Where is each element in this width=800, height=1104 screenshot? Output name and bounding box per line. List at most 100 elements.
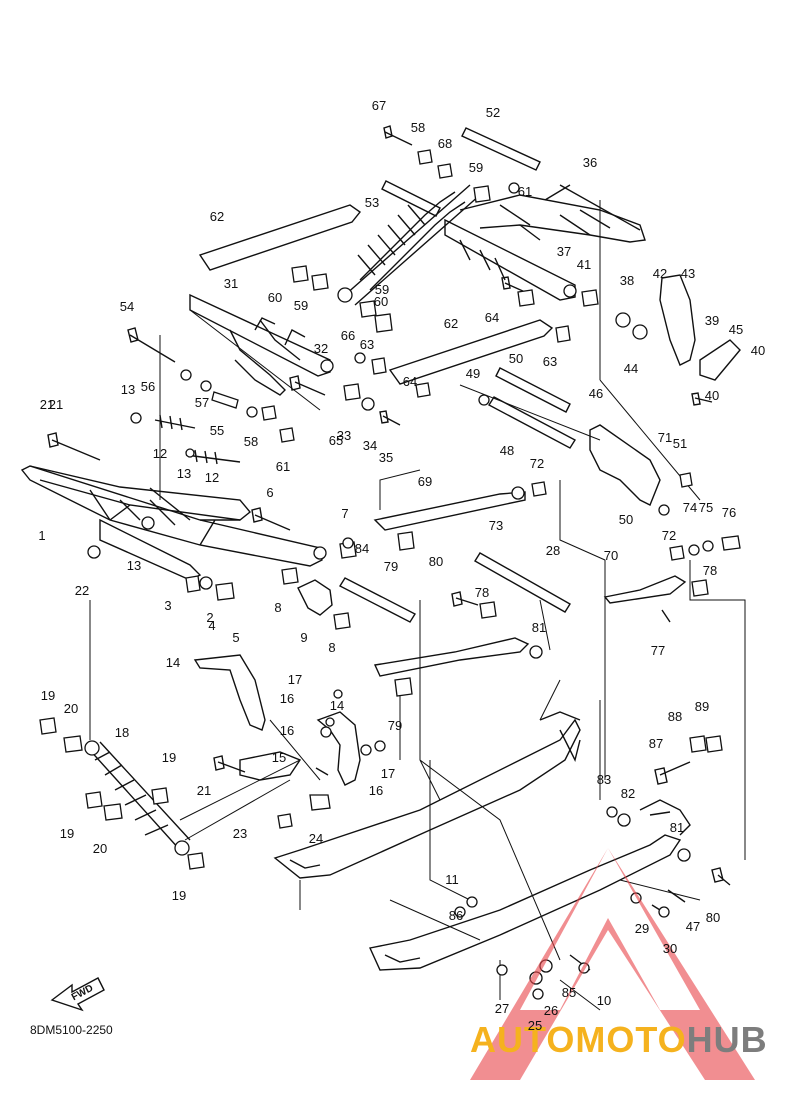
callout-38: 38 [620,273,634,288]
callout-61: 61 [518,184,532,199]
callout-72: 72 [530,456,544,471]
callout-74: 74 [683,500,697,515]
callout-3: 3 [164,598,171,613]
callout-73: 73 [489,518,503,533]
callout-40: 40 [705,388,719,403]
rods [198,127,687,677]
callout-32: 32 [314,341,328,356]
callout-42: 42 [653,266,667,281]
front-arm-frame [20,465,327,581]
fasteners [47,125,731,971]
callout-13: 13 [177,466,191,481]
callout-30: 30 [663,941,677,956]
callout-48: 48 [500,443,514,458]
callout-59: 59 [469,160,483,175]
callout-56: 56 [141,379,155,394]
callout-58: 58 [244,434,258,449]
callout-20: 20 [64,701,78,716]
callout-40: 40 [751,343,765,358]
callout-88: 88 [668,709,682,724]
callout-36: 36 [583,155,597,170]
callout-2: 2 [206,610,213,625]
callout-65: 65 [329,433,343,448]
callout-61: 61 [276,459,290,474]
callout-16: 16 [280,723,294,738]
callout-79: 79 [388,718,402,733]
callout-1: 1 [38,528,45,543]
upper-arm [444,184,646,301]
bushings [39,149,741,1000]
callout-14: 14 [166,655,180,670]
callout-21: 21 [197,783,211,798]
callout-8: 8 [274,600,281,615]
fwd-arrow: FWD [50,977,105,1012]
callout-51: 51 [673,436,687,451]
callout-33: 33 [337,428,351,443]
callout-59: 59 [294,298,308,313]
callout-41: 41 [577,257,591,272]
callout-23: 23 [233,826,247,841]
callout-29: 29 [635,921,649,936]
callout-71: 71 [658,430,672,445]
shock-absorbers [84,184,481,856]
callout-50: 50 [619,512,633,527]
callout-45: 45 [729,322,743,337]
callout-68: 68 [438,136,452,151]
callout-62: 62 [210,209,224,224]
callout-70: 70 [604,548,618,563]
callout-86: 86 [449,908,463,923]
callout-50: 50 [509,351,523,366]
callout-78: 78 [703,563,717,578]
callout-18: 18 [115,725,129,740]
callout-27: 27 [495,1001,509,1016]
callout-13: 13 [121,382,135,397]
callout-82: 82 [621,786,635,801]
brackets [193,274,741,786]
callout-19: 19 [162,750,176,765]
callout-labels: 1234567889101112121313131414151616161717… [38,98,765,1033]
callout-10: 10 [597,993,611,1008]
callout-63: 63 [360,337,374,352]
callout-55: 55 [210,423,224,438]
watermark-text: AUTOMOTOHUB [470,1019,768,1060]
callout-87: 87 [649,736,663,751]
callout-58: 58 [411,120,425,135]
callout-44: 44 [624,361,638,376]
callout-81: 81 [532,620,546,635]
callout-75: 75 [699,500,713,515]
callout-11: 11 [445,872,459,887]
callout-62: 62 [444,316,458,331]
callout-77: 77 [651,643,665,658]
callout-17: 17 [381,766,395,781]
callout-5: 5 [232,630,239,645]
callout-19: 19 [172,888,186,903]
callout-15: 15 [272,750,286,765]
callout-28: 28 [546,543,560,558]
callout-79: 79 [384,559,398,574]
callout-84: 84 [355,541,369,556]
callout-76: 76 [722,505,736,520]
callout-7: 7 [341,506,348,521]
diagram-code: 8DM5100-2250 [30,1023,113,1037]
callout-47: 47 [686,919,700,934]
callout-66: 66 [341,328,355,343]
callout-67: 67 [372,98,386,113]
fwd-label: FWD [70,983,95,1003]
callout-80: 80 [429,554,443,569]
callout-85: 85 [562,985,576,1000]
callout-22: 22 [75,583,89,598]
callout-60: 60 [374,294,388,309]
callout-26: 26 [544,1003,558,1018]
callout-49: 49 [466,366,480,381]
callout-83: 83 [597,772,611,787]
callout-24: 24 [309,831,323,846]
callout-12: 12 [205,470,219,485]
callout-4: 4 [208,618,215,633]
callout-57: 57 [195,395,209,410]
callout-16: 16 [369,783,383,798]
callout-78: 78 [475,585,489,600]
callout-53: 53 [365,195,379,210]
callout-19: 19 [60,826,74,841]
callout-63: 63 [543,354,557,369]
